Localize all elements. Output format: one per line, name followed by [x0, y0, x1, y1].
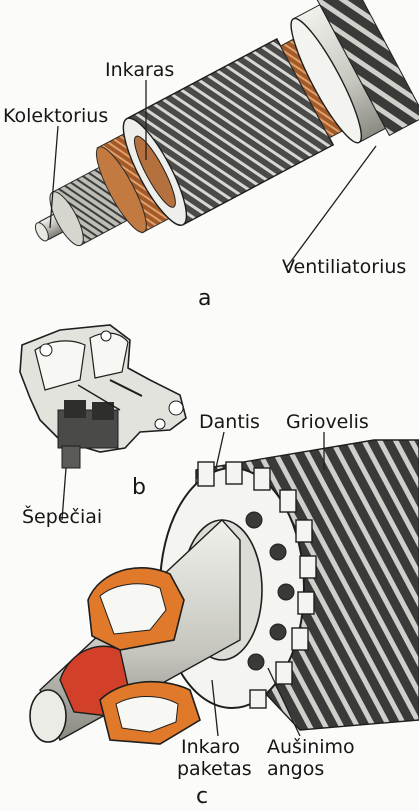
label-inkaro: Inkaro	[181, 736, 240, 758]
armature-drawing	[34, 0, 419, 247]
panel-letter-b: b	[132, 475, 146, 500]
leader-lines	[49, 80, 377, 737]
label-ventiliatorius: Ventiliatorius	[282, 256, 407, 278]
label-angos: angos	[267, 758, 325, 780]
label-inkaras: Inkaras	[105, 59, 175, 81]
label-ausinimo: Aušinimo	[267, 736, 355, 758]
copper-end-winding	[59, 567, 201, 745]
label-dantis: Dantis	[199, 411, 260, 433]
label-griovelis: Griovelis	[286, 411, 369, 433]
panel-letter-c: c	[196, 784, 209, 809]
core-drawing	[29, 439, 419, 745]
label-paketas: paketas	[177, 758, 252, 780]
panel-letter-a: a	[198, 286, 212, 311]
label-sepeciai: Šepečiai	[22, 506, 103, 528]
brush-holder-drawing	[19, 324, 187, 469]
label-kolektorius: Kolektorius	[3, 105, 109, 127]
